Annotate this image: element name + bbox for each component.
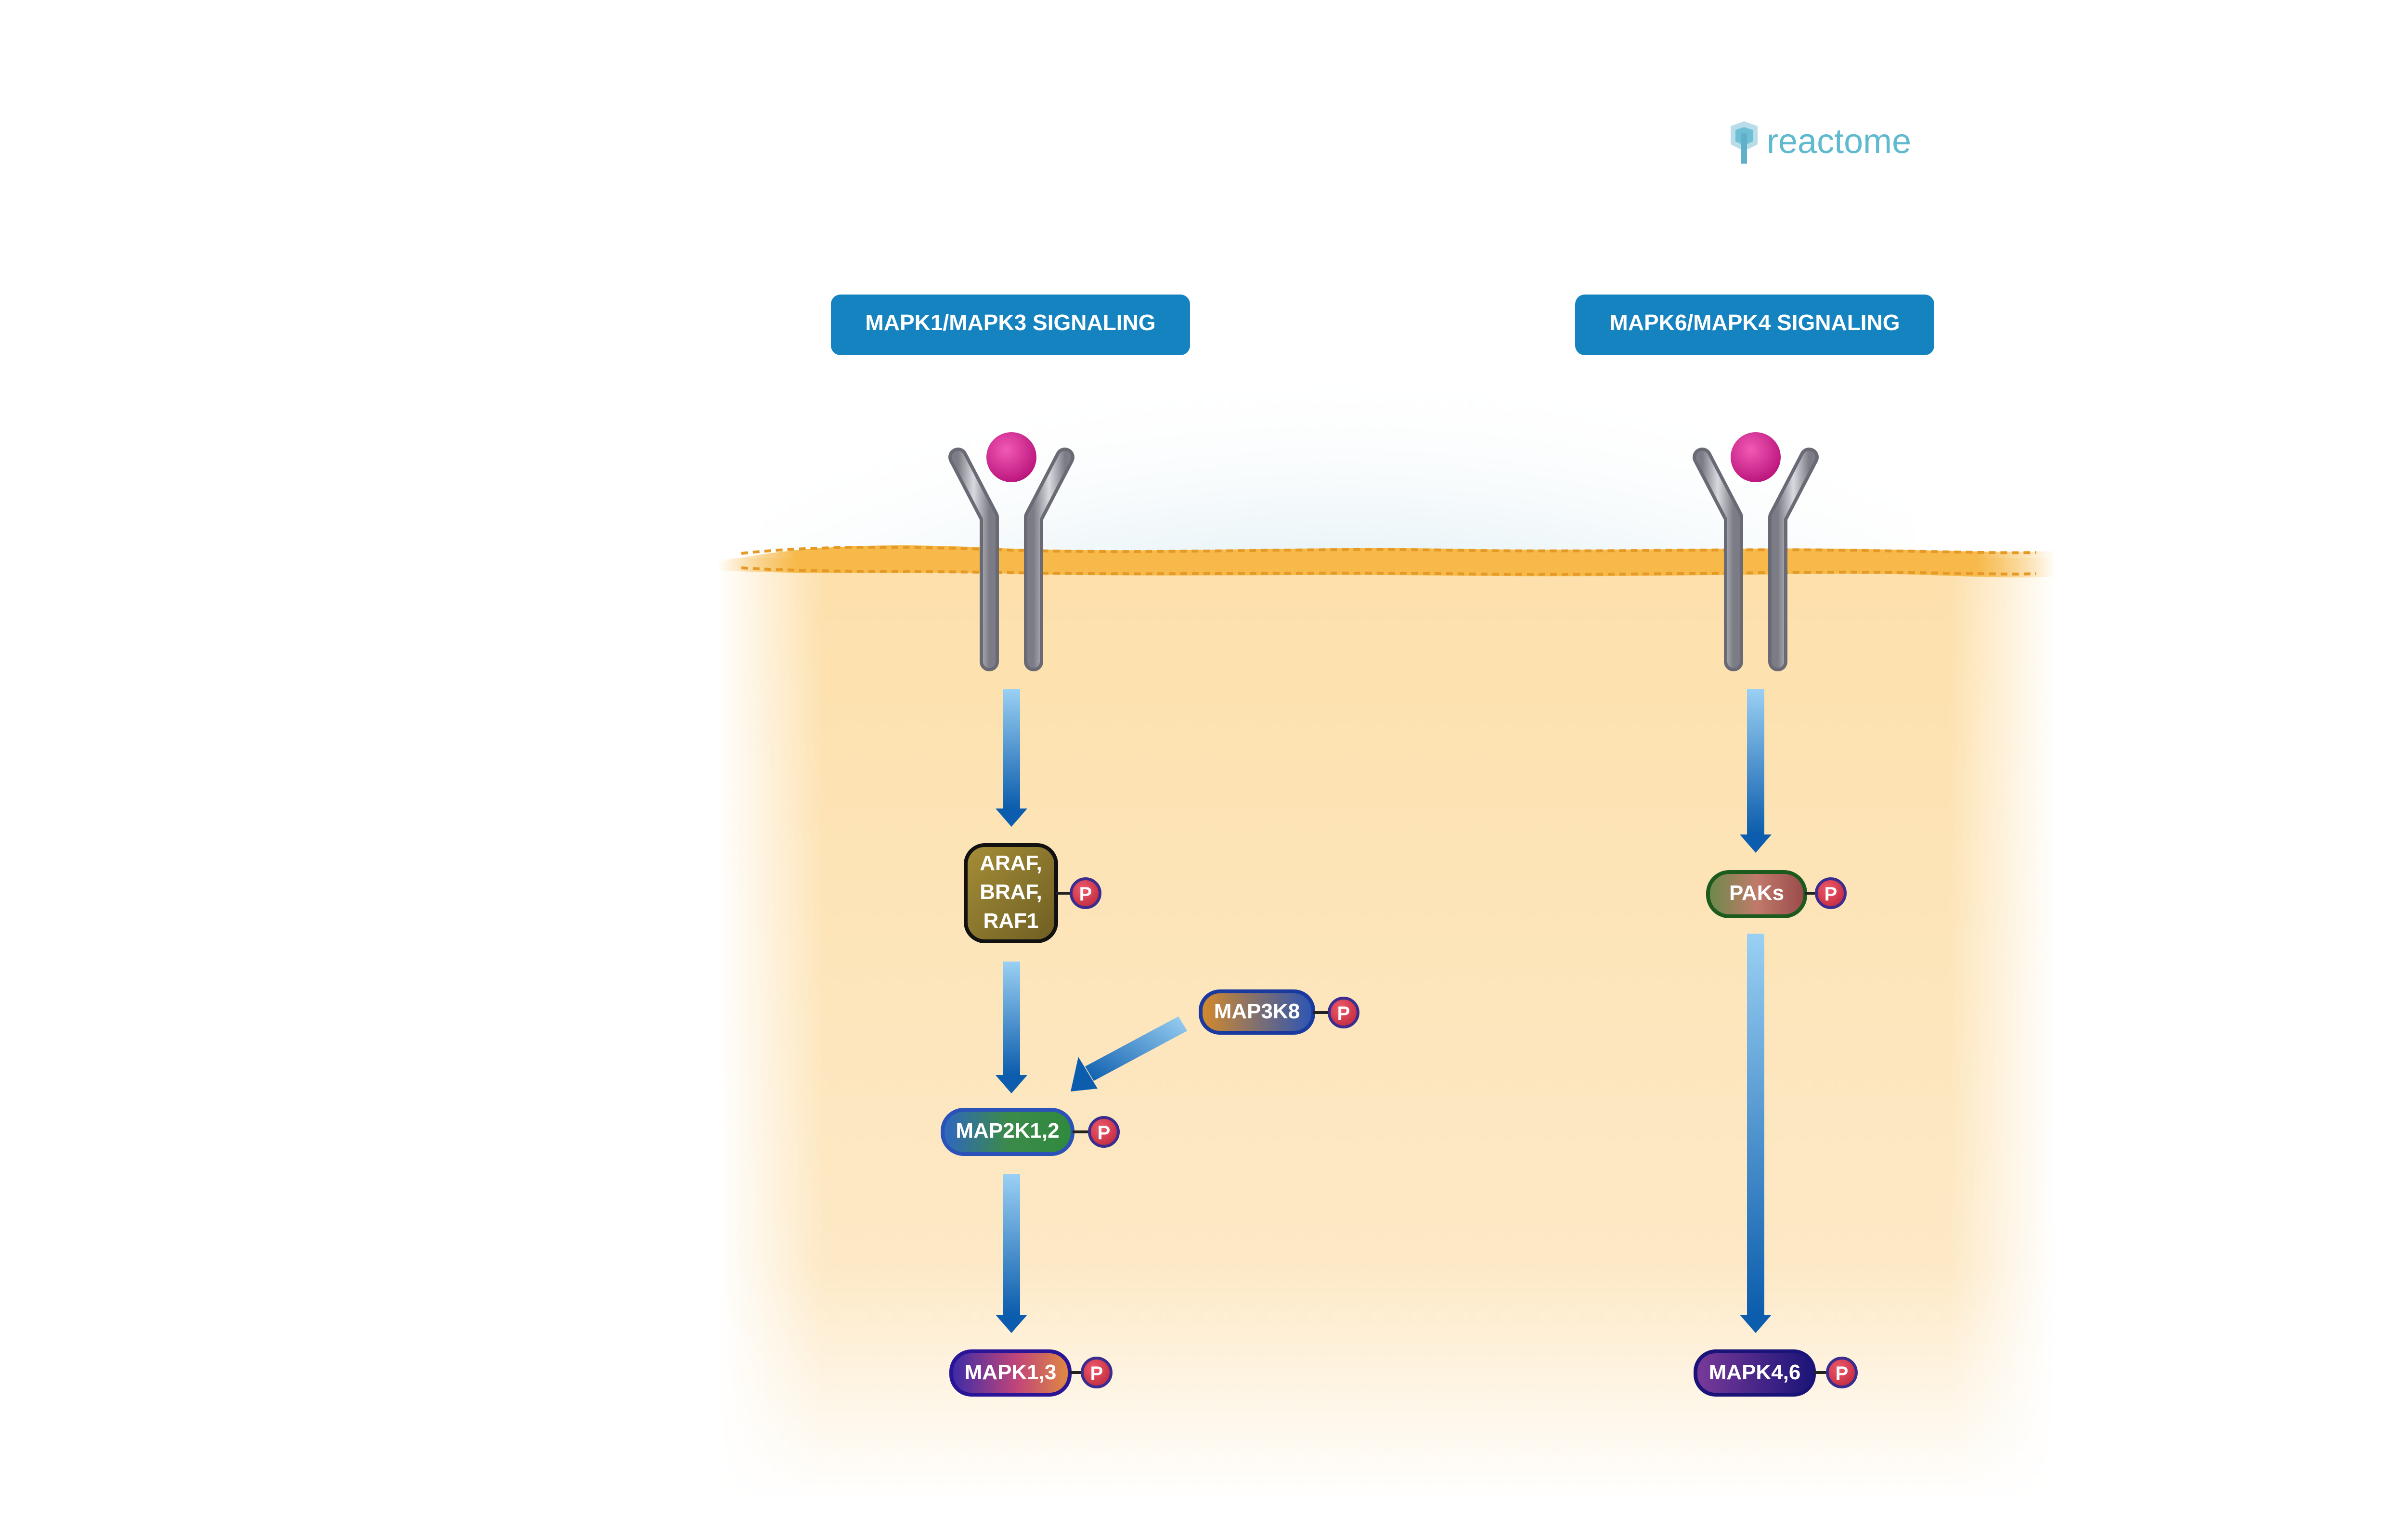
arrow-map3k8-to-map2k xyxy=(1071,1016,1187,1091)
phospho-badge-mapk46: P xyxy=(1826,1357,1858,1388)
map2k-label: MAP2K1,2 xyxy=(956,1119,1059,1142)
raf-label-raf1: RAF1 xyxy=(984,909,1039,933)
paks-label: PAKs xyxy=(1729,881,1784,905)
membrane-outer-dash xyxy=(741,546,2037,555)
map2k-node[interactable]: MAP2K1,2 P xyxy=(941,1108,1120,1156)
cytosol-edge-fade xyxy=(717,558,2056,1502)
ligand-right xyxy=(1731,432,1781,482)
membrane-inner-dash xyxy=(741,566,2037,576)
reactome-logo-text: reactome xyxy=(1767,122,1911,161)
pathway-button-mapk1-mapk3[interactable]: MAPK1/MAPK3 SIGNALING xyxy=(831,295,1190,355)
svg-text:P: P xyxy=(1090,1363,1103,1384)
arrow-raf-to-map2k xyxy=(996,962,1027,1093)
map3k8-node[interactable]: MAP3K8 P xyxy=(1199,989,1359,1035)
mapk46-node[interactable]: MAPK4,6 P xyxy=(1694,1349,1858,1397)
phospho-badge-map2k: P xyxy=(1088,1116,1120,1148)
raf-label-araf: ARAF, xyxy=(980,851,1042,875)
arrow-map2k-to-mapk13 xyxy=(996,1174,1027,1333)
svg-text:P: P xyxy=(1825,884,1838,905)
raf-complex[interactable]: ARAF, BRAF, RAF1 P xyxy=(964,843,1101,943)
phospho-badge-paks: P xyxy=(1815,877,1847,909)
svg-text:P: P xyxy=(1836,1363,1849,1384)
mapk46-label: MAPK4,6 xyxy=(1709,1360,1801,1384)
reactome-logo: reactome xyxy=(1731,121,1911,164)
svg-text:P: P xyxy=(1079,884,1092,905)
mapk13-node[interactable]: MAPK1,3 P xyxy=(949,1349,1113,1397)
svg-text:P: P xyxy=(1098,1122,1111,1143)
reactome-logo-icon xyxy=(1731,121,1758,164)
pathway-title-mapk6-mapk4: MAPK6/MAPK4 SIGNALING xyxy=(1609,310,1900,335)
svg-text:P: P xyxy=(1337,1003,1350,1024)
pathway-title-mapk1-mapk3: MAPK1/MAPK3 SIGNALING xyxy=(865,310,1155,335)
phospho-badge-mapk13: P xyxy=(1081,1357,1113,1388)
plasma-membrane xyxy=(717,545,2056,578)
ligand-left xyxy=(986,432,1036,482)
arrow-paks-to-mapk46 xyxy=(1740,934,1772,1333)
mapk13-label: MAPK1,3 xyxy=(965,1360,1057,1384)
receptor-right xyxy=(1693,432,1819,671)
pathway-button-mapk6-mapk4[interactable]: MAPK6/MAPK4 SIGNALING xyxy=(1575,295,1934,355)
receptor-left xyxy=(948,432,1074,671)
raf-label-braf: BRAF, xyxy=(980,880,1042,904)
phospho-badge-map3k8: P xyxy=(1328,997,1359,1028)
arrow-receptor-to-paks xyxy=(1740,689,1772,853)
map3k8-label: MAP3K8 xyxy=(1214,1000,1300,1023)
paks-node[interactable]: PAKs P xyxy=(1706,870,1847,918)
arrow-receptor-to-raf xyxy=(996,689,1027,827)
phospho-badge-raf: P xyxy=(1070,877,1101,909)
